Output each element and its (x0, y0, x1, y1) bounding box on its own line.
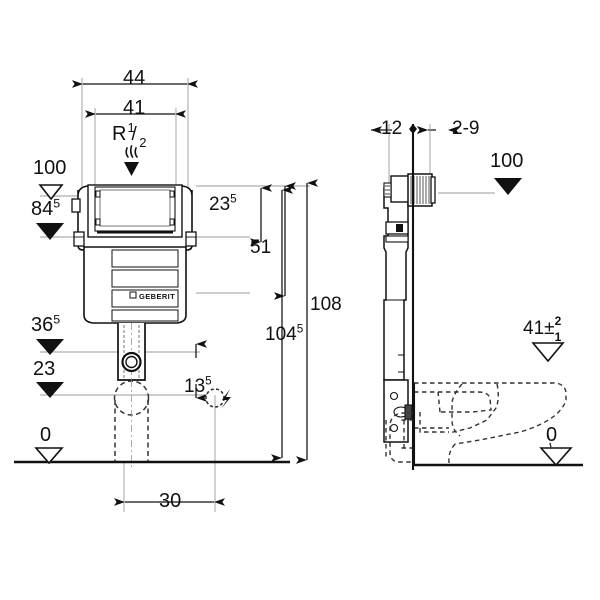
dim-value-13: 13 (184, 376, 206, 397)
dim-label-finish-range: 2-9 (452, 118, 480, 139)
dim-sup-5: 5 (230, 192, 237, 206)
filled-triangle-100-side (494, 178, 522, 195)
level-value-41: 41 (523, 318, 545, 340)
level-label-84-5: 845 (31, 196, 61, 220)
level-value-36: 36 (31, 314, 54, 336)
dim-label-51: 51 (250, 237, 272, 258)
level-label-23: 23 (33, 358, 56, 380)
dim-label-13-5: 135 (184, 374, 212, 397)
geberit-logo-text: GEBERIT (139, 292, 175, 301)
dim-value-23: 23 (209, 194, 231, 215)
level-value-84: 84 (31, 198, 54, 220)
level-sup-5: 5 (53, 196, 61, 211)
filled-triangle-84-5 (36, 223, 64, 240)
dim-label-104-5: 1045 (265, 322, 304, 345)
front-view-cistern: GEBERIT (71, 145, 231, 470)
filled-triangle-36-5 (36, 339, 64, 355)
hollow-triangle-0-side (539, 447, 573, 467)
dimension-lines (72, 80, 459, 506)
dim-sup-104-5: 5 (296, 322, 304, 336)
level-label-100: 100 (33, 157, 67, 179)
plus-minus-sign: ± (544, 318, 555, 340)
dim-sup-13-5: 5 (205, 374, 212, 388)
level-label-100-side: 100 (490, 150, 524, 172)
fraction-denominator: 2 (139, 134, 147, 150)
dim-label-23-5: 235 (209, 192, 237, 215)
level-marker-shapes (34, 178, 573, 467)
connection-letter: R (112, 123, 127, 145)
dim-label-30: 30 (159, 490, 182, 512)
lightning-bolt-shape (221, 389, 231, 409)
filled-triangle-23 (36, 382, 64, 398)
tolerance-lower: 1 (554, 330, 562, 344)
tolerance-upper: 2 (554, 314, 562, 328)
side-view-cistern (383, 173, 436, 443)
hollow-triangle-41 (531, 342, 565, 363)
hollow-triangle-0 (34, 447, 64, 465)
fraction-half: 1/2 (126, 121, 146, 149)
dim-label-width-inner: 41 (123, 97, 146, 119)
level-sup-5b: 5 (53, 312, 61, 327)
dim-value-104: 104 (265, 324, 297, 345)
dim-label-108: 108 (310, 294, 342, 315)
hollow-triangle-100 (38, 184, 64, 201)
fraction-numerator: 1 (127, 119, 135, 135)
level-label-0: 0 (40, 424, 52, 446)
level-label-0-side: 0 (546, 424, 558, 446)
dim-label-width-outer: 44 (123, 67, 146, 89)
level-label-36-5: 365 (31, 312, 61, 336)
fraction-slash: / (131, 123, 137, 145)
dim-label-wall-thickness: 12 (381, 118, 403, 139)
